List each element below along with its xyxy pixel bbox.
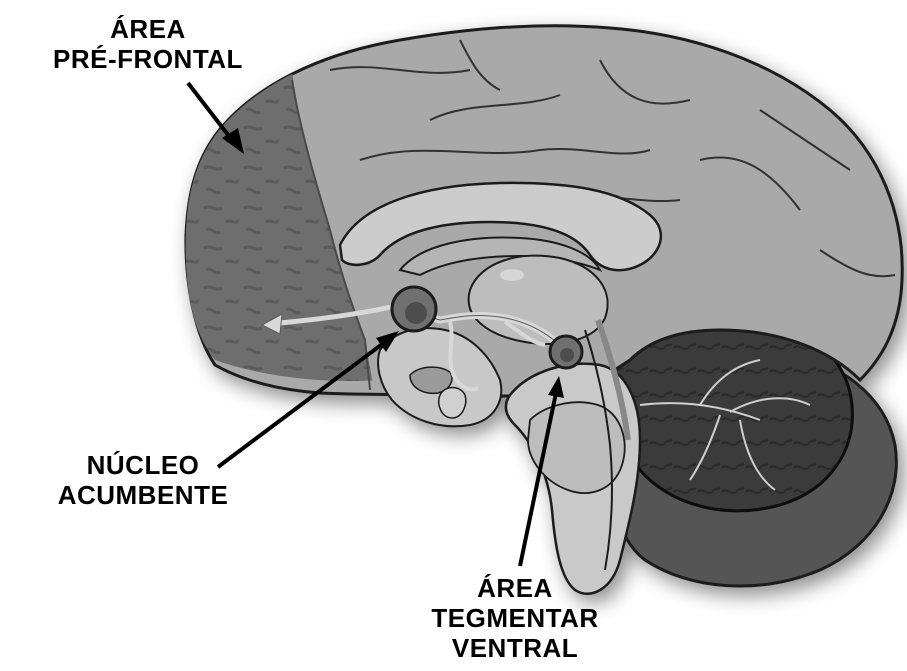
label-prefrontal-area: ÁREA PRÉ-FRONTAL bbox=[48, 14, 248, 74]
label-accumbens-line2: ACUMBENTE bbox=[48, 480, 238, 510]
label-prefrontal-line1: ÁREA bbox=[48, 14, 248, 44]
thalamus-spot bbox=[500, 269, 524, 281]
label-accumbens-line1: NÚCLEO bbox=[48, 450, 238, 480]
label-vta-line3: VENTRAL bbox=[400, 633, 630, 663]
vta-core bbox=[560, 348, 574, 362]
arrow-prefrontal bbox=[188, 83, 232, 140]
mammillary bbox=[439, 388, 466, 419]
nucleus-accumbens-core bbox=[405, 302, 427, 324]
label-vta-line2: TEGMENTAR bbox=[400, 603, 630, 633]
label-vta-line1: ÁREA bbox=[400, 573, 630, 603]
label-ventral-tegmental-area: ÁREA TEGMENTAR VENTRAL bbox=[400, 573, 630, 663]
label-prefrontal-line2: PRÉ-FRONTAL bbox=[48, 44, 248, 74]
label-nucleus-accumbens: NÚCLEO ACUMBENTE bbox=[48, 450, 238, 510]
